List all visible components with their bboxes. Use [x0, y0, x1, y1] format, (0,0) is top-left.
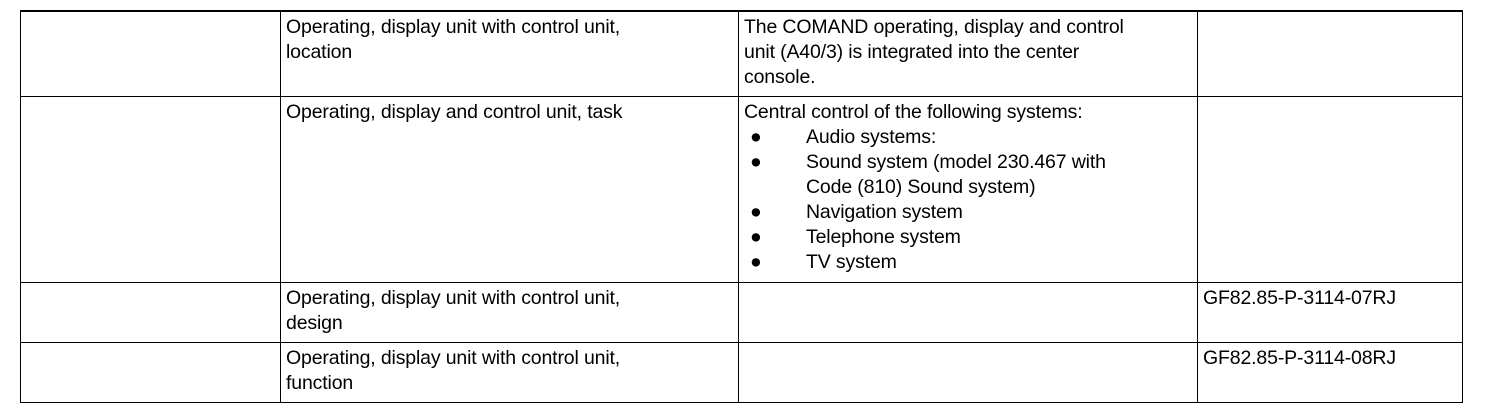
- systems-bullet-list: ● Audio systems: ● Sound system (model 2…: [744, 125, 1191, 275]
- cell-document-code: [1197, 96, 1463, 283]
- topic-text: Operating, display unit with control uni…: [286, 16, 621, 63]
- cell-document-code: [1197, 10, 1463, 97]
- list-item-label: Navigation system: [806, 201, 963, 223]
- cell-document-code: GF82.85-P-3114-08RJ: [1197, 342, 1463, 403]
- bullet-icon: ●: [750, 251, 762, 273]
- cell-reference: [20, 282, 281, 343]
- topic-text: Operating, display unit with control uni…: [286, 287, 621, 334]
- list-item: ● Sound system (model 230.467 with Code …: [744, 150, 1191, 200]
- cell-description: Central control of the following systems…: [738, 96, 1198, 283]
- cell-description: [738, 282, 1198, 343]
- table-row: Operating, display unit with control uni…: [20, 342, 1463, 403]
- description-lead-text: Central control of the following systems…: [744, 101, 1083, 123]
- cell-description: [738, 342, 1198, 403]
- topic-text: Operating, display and control unit, tas…: [286, 101, 623, 123]
- cell-topic: Operating, display unit with control uni…: [280, 10, 739, 97]
- bullet-icon: ●: [750, 201, 762, 223]
- document-code-text: [1198, 12, 1462, 31]
- reference-text: [21, 283, 280, 302]
- description-block: Central control of the following systems…: [739, 97, 1197, 279]
- cell-description: The COMAND operating, display and contro…: [738, 10, 1198, 97]
- list-item-label: Sound system (model 230.467 with: [806, 151, 1106, 173]
- cell-document-code: GF82.85-P-3114-07RJ: [1197, 282, 1463, 343]
- document-code-text: GF82.85-P-3114-07RJ: [1203, 287, 1396, 309]
- reference-text: [21, 12, 280, 31]
- specification-table: Operating, display unit with control uni…: [20, 10, 1463, 403]
- bullet-icon: ●: [750, 151, 762, 173]
- document-code-text: [1198, 97, 1462, 116]
- bullet-icon: ●: [750, 126, 762, 148]
- table-row: Operating, display unit with control uni…: [20, 10, 1463, 97]
- cell-reference: [20, 342, 281, 403]
- list-item-label-continuation: Code (810) Sound system): [806, 176, 1036, 198]
- document-code-text: GF82.85-P-3114-08RJ: [1203, 347, 1396, 369]
- table-row: Operating, display and control unit, tas…: [20, 96, 1463, 283]
- description-text: [739, 343, 1197, 362]
- topic-text: Operating, display unit with control uni…: [286, 347, 621, 394]
- list-item-label: Audio systems:: [806, 126, 937, 148]
- list-item: ● Navigation system: [744, 200, 1191, 225]
- list-item: ● Telephone system: [744, 225, 1191, 250]
- reference-text: [21, 343, 280, 362]
- description-text: [739, 283, 1197, 302]
- list-item: ● TV system: [744, 250, 1191, 275]
- reference-text: [21, 97, 280, 116]
- table-row: Operating, display unit with control uni…: [20, 282, 1463, 343]
- list-item-label: TV system: [806, 251, 897, 273]
- cell-topic: Operating, display unit with control uni…: [280, 282, 739, 343]
- cell-reference: [20, 96, 281, 283]
- bullet-icon: ●: [750, 226, 762, 248]
- list-item-label: Telephone system: [806, 226, 961, 248]
- cell-topic: Operating, display and control unit, tas…: [280, 96, 739, 283]
- cell-reference: [20, 10, 281, 97]
- description-text: The COMAND operating, display and contro…: [744, 16, 1124, 88]
- cell-topic: Operating, display unit with control uni…: [280, 342, 739, 403]
- list-item: ● Audio systems:: [744, 125, 1191, 150]
